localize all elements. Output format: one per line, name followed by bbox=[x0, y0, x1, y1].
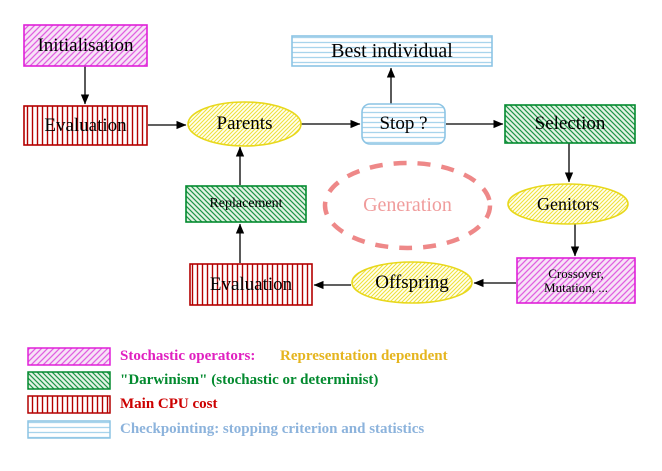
legend-swatch-cpu bbox=[27, 395, 111, 414]
node-shape-initialisation[interactable] bbox=[23, 24, 148, 67]
node-shape-replacement[interactable] bbox=[185, 185, 307, 223]
legend-swatch-layer bbox=[27, 347, 111, 439]
node-shape-offspring[interactable] bbox=[351, 261, 473, 304]
node-shape-evaluation-bot[interactable] bbox=[189, 263, 313, 306]
legend-label-stochastic: Stochastic operators: bbox=[120, 348, 256, 364]
legend-swatch-checkpoint bbox=[27, 420, 111, 439]
node-shape-generation[interactable] bbox=[322, 160, 493, 251]
legend-label-checkpoint: Checkpointing: stopping criterion and st… bbox=[120, 421, 425, 437]
legend-label-darwinism: "Darwinism" (stochastic or determinist) bbox=[120, 372, 379, 388]
edge-layer bbox=[80, 66, 580, 290]
node-shape-parents[interactable] bbox=[187, 101, 302, 147]
node-shape-stop[interactable] bbox=[361, 103, 446, 145]
node-shape-genitors[interactable] bbox=[507, 183, 629, 225]
legend-label-stochastic-extra: Representation dependent bbox=[280, 348, 448, 364]
node-layer bbox=[23, 24, 636, 306]
legend-label-cpu: Main CPU cost bbox=[120, 396, 218, 412]
legend-swatch-stochastic bbox=[27, 347, 111, 366]
legend-swatch-darwinism bbox=[27, 371, 111, 390]
node-shape-best-individual[interactable] bbox=[291, 35, 493, 67]
node-shape-selection[interactable] bbox=[504, 104, 636, 144]
node-shape-crossover[interactable] bbox=[516, 257, 636, 304]
node-shape-evaluation-top[interactable] bbox=[23, 105, 148, 146]
